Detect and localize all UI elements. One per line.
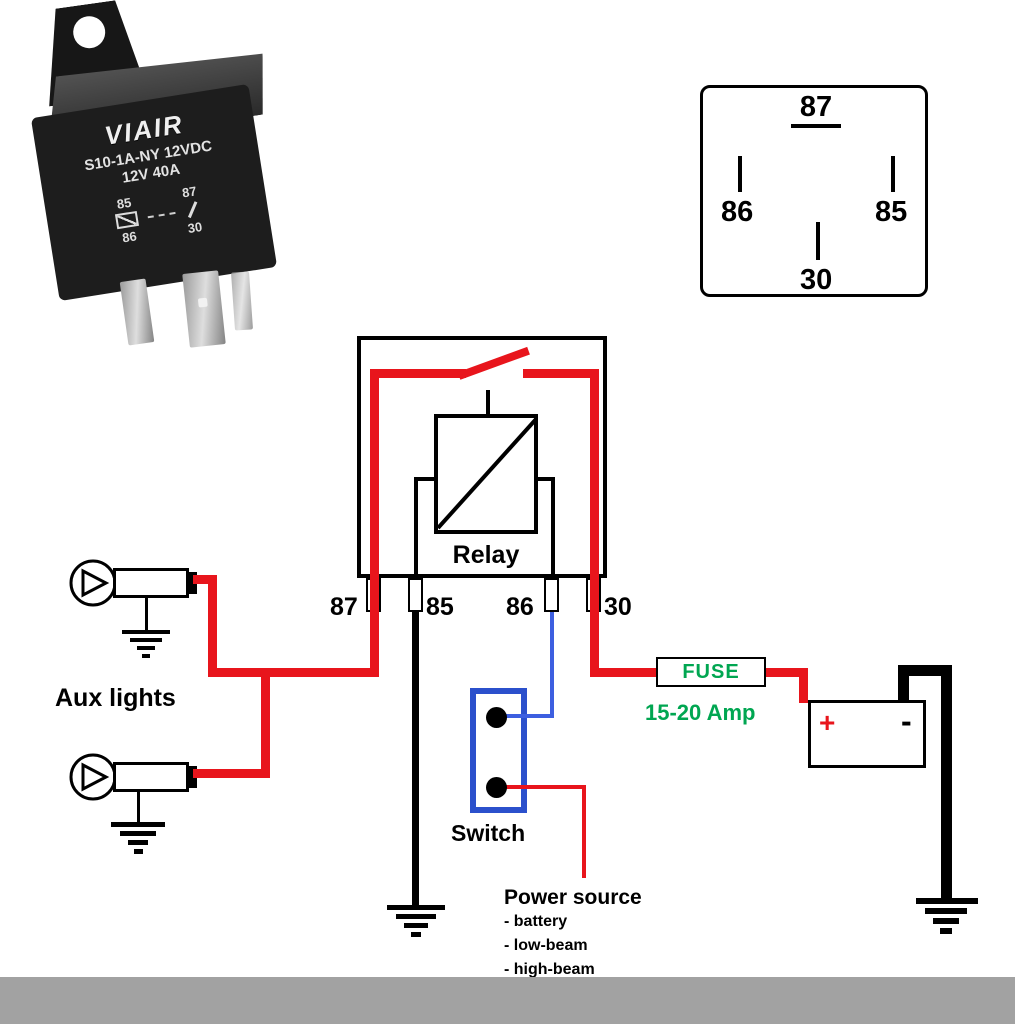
wire-lamp1 xyxy=(193,575,217,584)
ground-bar xyxy=(940,928,952,934)
wire-lamp2 xyxy=(193,769,270,778)
switch-symbol xyxy=(187,201,197,219)
relay-outline xyxy=(357,336,607,578)
ground-bar xyxy=(122,630,170,634)
switch-terminal-top xyxy=(486,707,507,728)
aux-lamp-2-ground-stem xyxy=(137,792,140,822)
aux-lights-label: Aux lights xyxy=(55,684,176,712)
coil-symbol xyxy=(114,210,139,230)
pin-left-label: 86 xyxy=(721,196,754,228)
ground-bar xyxy=(111,822,165,827)
power-source-item: - high-beam xyxy=(504,961,595,978)
ground-bar xyxy=(404,923,428,928)
wire-pin30-riser xyxy=(590,369,599,677)
aux-lamp-1-body xyxy=(113,568,189,598)
relay-pin-86 xyxy=(544,578,559,612)
footer-bar xyxy=(0,977,1015,1024)
wire-contact-right xyxy=(523,369,599,378)
ground-bar xyxy=(120,831,156,836)
power-source-item: - low-beam xyxy=(504,937,588,954)
ground-bar xyxy=(130,638,162,642)
label-pin-30: 30 xyxy=(604,593,632,621)
label-pin-87: 87 xyxy=(330,593,358,621)
wire-85-ground xyxy=(412,612,419,905)
ground-bar xyxy=(128,840,148,845)
printed-contact-column: 87 30 xyxy=(181,183,203,236)
wire-30-to-fuse xyxy=(590,668,656,677)
fuse: FUSE xyxy=(656,657,766,687)
coil-stem-85 xyxy=(414,477,418,612)
label-pin-85: 85 xyxy=(426,593,454,621)
armature-stem xyxy=(486,390,490,416)
printed-pin-30: 30 xyxy=(186,218,204,237)
power-source-title: Power source xyxy=(504,886,642,909)
coil-stem-86 xyxy=(551,477,555,612)
relay-printed-schematic: 85 86 87 30 xyxy=(112,183,203,247)
wire-switch-to-power-drop xyxy=(582,785,586,878)
wire-switch-to-power xyxy=(496,785,586,789)
aux-lamp-2-icon xyxy=(69,753,117,801)
wire-lamp2-rise xyxy=(261,668,270,778)
aux-lamp-2-body xyxy=(113,762,189,792)
power-source-item: - battery xyxy=(504,913,568,930)
aux-lamp-1-terminal xyxy=(187,572,197,594)
battery: + - xyxy=(808,700,926,768)
relay-label: Relay xyxy=(452,541,520,569)
ground-bar xyxy=(916,898,978,904)
battery-positive-terminal: + xyxy=(819,707,836,738)
label-pin-86: 86 xyxy=(506,593,534,621)
wire-battery-negative-up xyxy=(898,665,909,703)
aux-lamp-1-icon xyxy=(69,559,117,607)
coil-connector-left xyxy=(414,477,438,481)
wire-contact-left xyxy=(370,369,466,378)
dashed-link xyxy=(147,211,176,218)
wire-battery-drop xyxy=(799,668,808,703)
printed-coil-column: 85 86 xyxy=(112,194,141,246)
ground-bar xyxy=(411,932,421,937)
mounting-hole xyxy=(71,14,107,50)
aux-lamp-1-ground-stem xyxy=(145,598,148,630)
switch-label: Switch xyxy=(451,820,526,846)
wire-battery-negative-across xyxy=(898,665,952,676)
coil-connector-right xyxy=(534,477,555,481)
ground-bar xyxy=(142,654,150,658)
ground-bar xyxy=(137,646,155,650)
pin-bottom-mark xyxy=(816,222,820,260)
ground-bar xyxy=(134,849,143,854)
relay-front-face: VIAIR S10-1A-NY 12VDC 12V 40A 85 86 87 3… xyxy=(30,83,278,302)
blade-notch xyxy=(197,297,208,308)
relay-product-photo: VIAIR S10-1A-NY 12VDC 12V 40A 85 86 87 3… xyxy=(28,4,278,349)
pin-left-mark xyxy=(738,156,742,192)
relay-blade-pin xyxy=(119,278,155,346)
printed-pin-87: 87 xyxy=(181,183,198,201)
ground-bar xyxy=(925,908,967,914)
ground-bar xyxy=(396,914,436,919)
relay-blade-pin xyxy=(182,270,226,348)
relay-pin-85 xyxy=(408,578,423,612)
wire-lamp1-drop xyxy=(208,575,217,677)
wire-lamps-to-87 xyxy=(208,668,379,677)
aux-lamp-2-terminal xyxy=(187,766,197,788)
ground-bar xyxy=(387,905,445,910)
printed-pin-85: 85 xyxy=(115,194,133,212)
wire-battery-negative-down xyxy=(941,665,952,898)
pin-bottom-label: 30 xyxy=(800,264,833,296)
pin-right-label: 85 xyxy=(875,196,908,228)
relay-blade-pin xyxy=(230,271,254,331)
wire-86-to-switch-horizontal xyxy=(497,714,554,718)
battery-negative-terminal: - xyxy=(901,703,912,739)
wire-86-to-switch xyxy=(550,612,554,718)
switch-terminal-bottom xyxy=(486,777,507,798)
printed-pin-86: 86 xyxy=(121,228,138,246)
pin-right-mark xyxy=(891,156,895,192)
pin-layout-diagram: 87 86 85 30 xyxy=(700,85,928,297)
wire-fuse-to-battery xyxy=(766,668,808,677)
fuse-rating-label: 15-20 Amp xyxy=(645,700,756,725)
ground-bar xyxy=(933,918,959,924)
pin-top-label: 87 xyxy=(791,91,841,128)
wire-pin87-riser xyxy=(370,369,379,677)
